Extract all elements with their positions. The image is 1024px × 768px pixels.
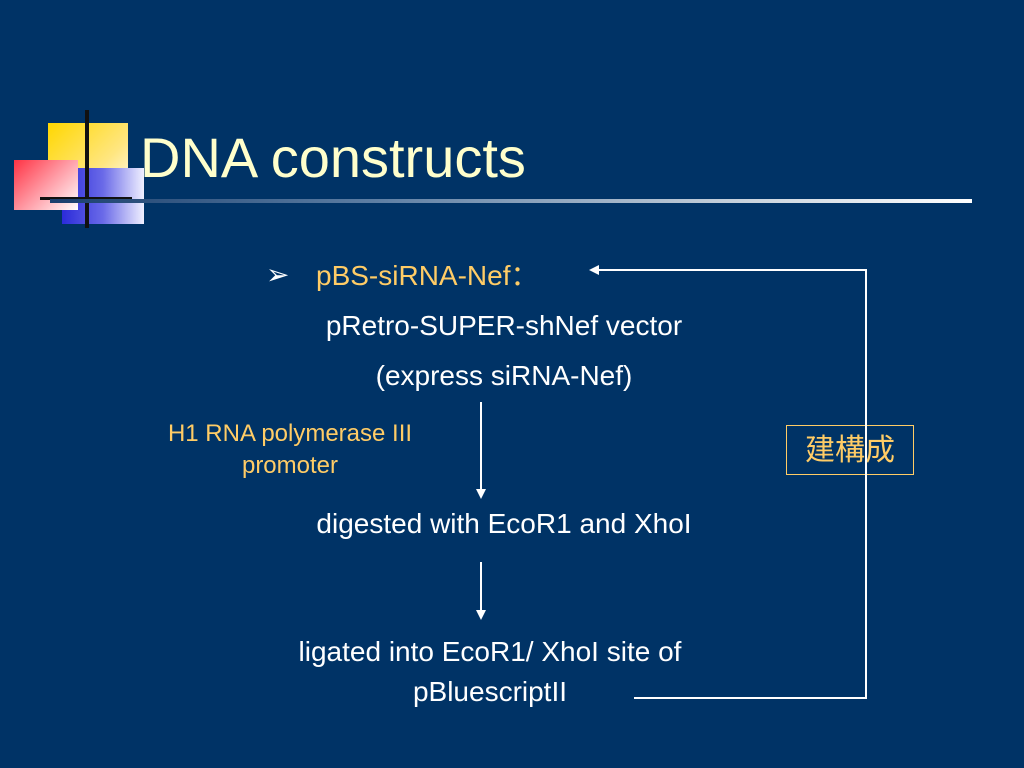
arrowhead-bullet-icon: ➢ <box>266 257 290 291</box>
step-ligate-line-1: ligated into EcoR1/ XhoI site of <box>298 636 682 667</box>
construct-result-label: 建構成 <box>786 425 914 475</box>
step-digest: digested with EcoR1 and XhoI <box>316 508 692 539</box>
construct-name: pBS-siRNA-Nef： <box>316 260 539 291</box>
page-title: DNA constructs <box>140 126 526 189</box>
return-arrow <box>589 265 867 699</box>
decor-vertical-line <box>85 110 89 228</box>
step-ligate-line-2: pBluescriptII <box>412 676 568 707</box>
title-underline <box>50 199 972 203</box>
promoter-line-1: H1 RNA polymerase III <box>167 420 413 447</box>
bullet-row: ➢ pBS-siRNA-Nef： <box>266 254 538 294</box>
decor-horizontal-line <box>40 197 132 200</box>
promoter-label: H1 RNA polymerase III promoter <box>120 418 460 482</box>
vector-line-1: pRetro-SUPER-shNef vector <box>325 310 683 341</box>
promoter-line-2: promoter <box>241 452 339 479</box>
vector-line-2: (express siRNA-Nef) <box>375 360 633 391</box>
